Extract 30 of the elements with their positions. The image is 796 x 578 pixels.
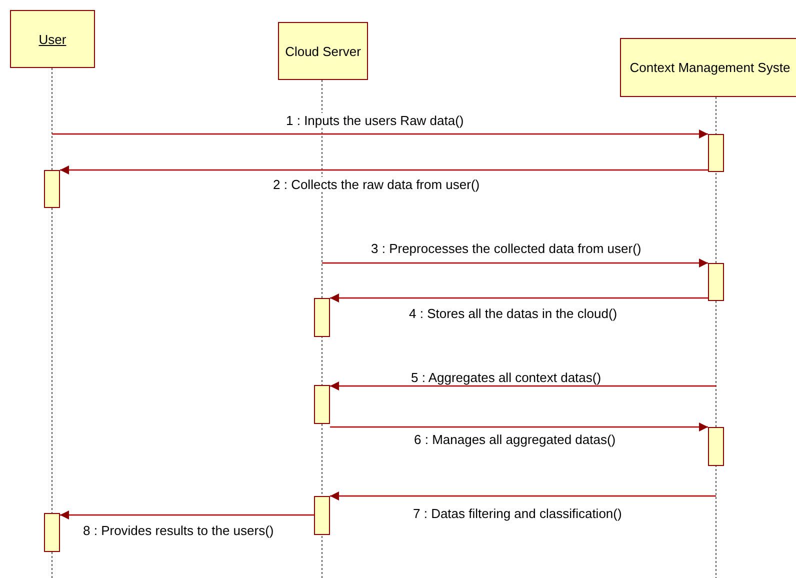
activation-bar [44, 513, 60, 552]
lifeline-head-box [278, 22, 368, 80]
message-label: 8 : Provides results to the users() [82, 523, 275, 538]
message-arrow [60, 166, 708, 174]
activation-bar [708, 427, 724, 466]
message-arrow [322, 258, 708, 268]
activation-bar [314, 298, 330, 337]
participant-name: User [38, 32, 66, 46]
message-label: 2 : Collects the raw data from user() [272, 177, 481, 192]
message-arrow [330, 294, 708, 302]
message-label: 6 : Manages all aggregated datas() [413, 432, 617, 447]
message-label: 3 : Preprocesses the collected data from user() [370, 241, 642, 256]
activation-bar [708, 134, 724, 172]
message-arrow [330, 382, 716, 390]
lifeline-head-box [10, 10, 95, 68]
message-label: 5 : Aggregates all context datas() [410, 370, 602, 385]
message-label: 4 : Stores all the datas in the cloud() [408, 306, 618, 321]
message-arrow [52, 130, 708, 138]
lifeline-head-box [620, 38, 796, 97]
participant-name: Context Management Syste [630, 60, 790, 75]
activation-bar [708, 263, 724, 301]
activation-bar [314, 385, 330, 424]
activation-bar [314, 496, 330, 535]
activation-bar [44, 170, 60, 208]
participant-name: Cloud Server [285, 44, 361, 58]
message-arrow [330, 492, 716, 500]
message-label: 1 : Inputs the users Raw data() [285, 113, 465, 128]
message-label: 7 : Datas filtering and classification() [412, 506, 623, 521]
message-arrow [330, 422, 708, 432]
message-arrow [60, 510, 314, 520]
